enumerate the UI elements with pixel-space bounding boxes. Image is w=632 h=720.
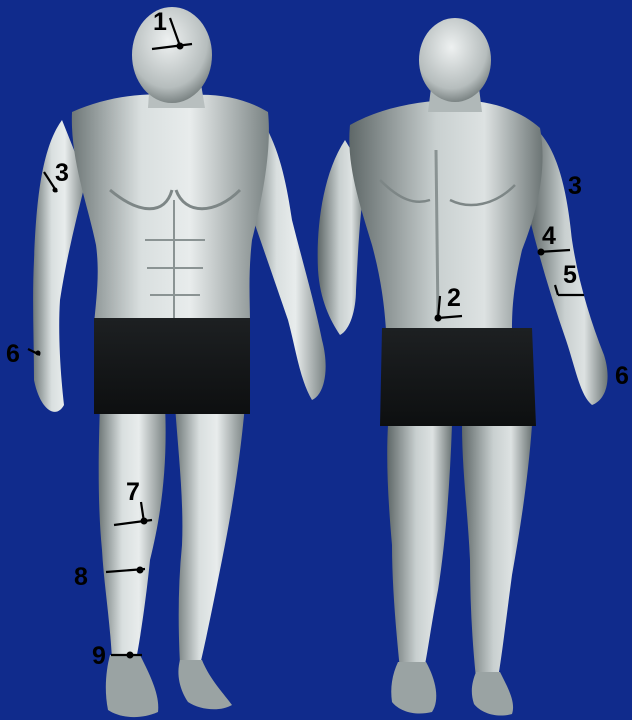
back-right-leg <box>462 425 532 678</box>
back-left-foot <box>391 662 436 714</box>
front-shorts <box>94 318 250 414</box>
marker-dot <box>177 43 184 50</box>
front-right-leg <box>175 405 245 665</box>
front-left-leg <box>99 405 166 660</box>
marker-label: 5 <box>563 261 577 289</box>
back-torso <box>349 100 542 330</box>
marker-label: 7 <box>126 478 140 506</box>
front-right-foot <box>178 660 232 709</box>
marker-label: 2 <box>447 284 461 312</box>
back-right-foot <box>472 672 513 716</box>
marker-back-6: 6 <box>615 362 629 390</box>
marker-label: 8 <box>74 563 88 591</box>
marker-dot <box>435 315 442 322</box>
marker-label: 6 <box>6 340 20 368</box>
marker-back-3: 3 <box>568 172 582 200</box>
marker-label: 4 <box>542 222 556 250</box>
marker-dot <box>36 351 41 356</box>
marker-dot <box>538 249 545 256</box>
front-figure <box>33 7 326 717</box>
marker-dot <box>137 567 144 574</box>
marker-label: 3 <box>55 159 69 187</box>
marker-dot <box>127 652 134 659</box>
marker-label: 1 <box>153 8 167 36</box>
marker-label: 6 <box>615 362 629 390</box>
marker-label: 9 <box>92 642 106 670</box>
front-torso <box>72 94 269 325</box>
back-shorts <box>380 328 536 426</box>
marker-dot <box>53 188 58 193</box>
back-head <box>419 18 491 102</box>
back-figure <box>318 18 608 716</box>
back-spine-line <box>436 150 438 320</box>
front-left-foot <box>106 655 158 717</box>
marker-dot <box>141 518 148 525</box>
back-left-leg <box>387 425 452 670</box>
marker-label: 3 <box>568 172 582 200</box>
